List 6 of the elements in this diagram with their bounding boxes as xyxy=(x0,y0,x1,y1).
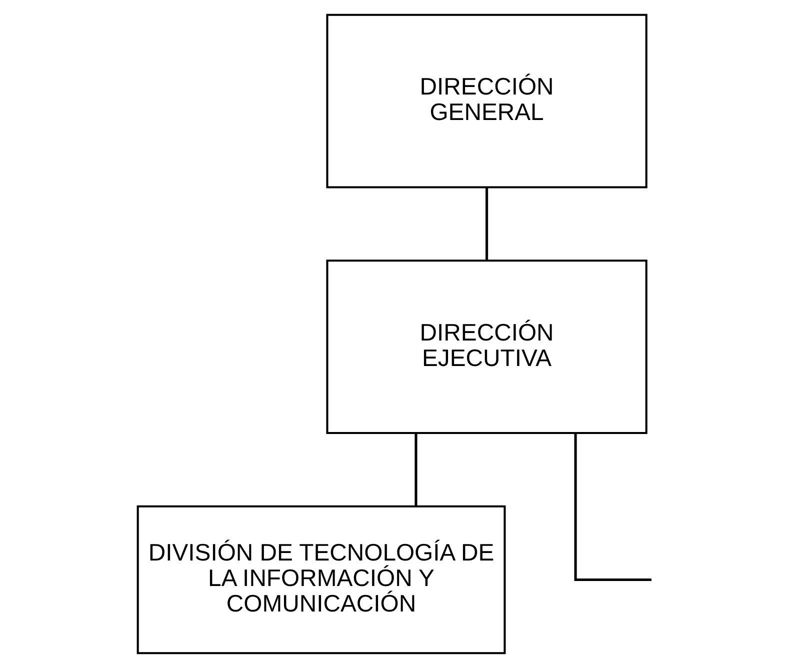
connector xyxy=(414,434,418,506)
node-box: DIRECCIÓN EJECUTIVA xyxy=(326,260,648,434)
connector xyxy=(574,434,652,581)
node-box: DIVISIÓN DE TECNOLOGÍA DE LA INFORMACIÓN Y COMUNICACIÓN xyxy=(136,505,506,654)
connector xyxy=(486,188,488,260)
node-box: DIRECCIÓN GENERAL xyxy=(326,14,648,188)
